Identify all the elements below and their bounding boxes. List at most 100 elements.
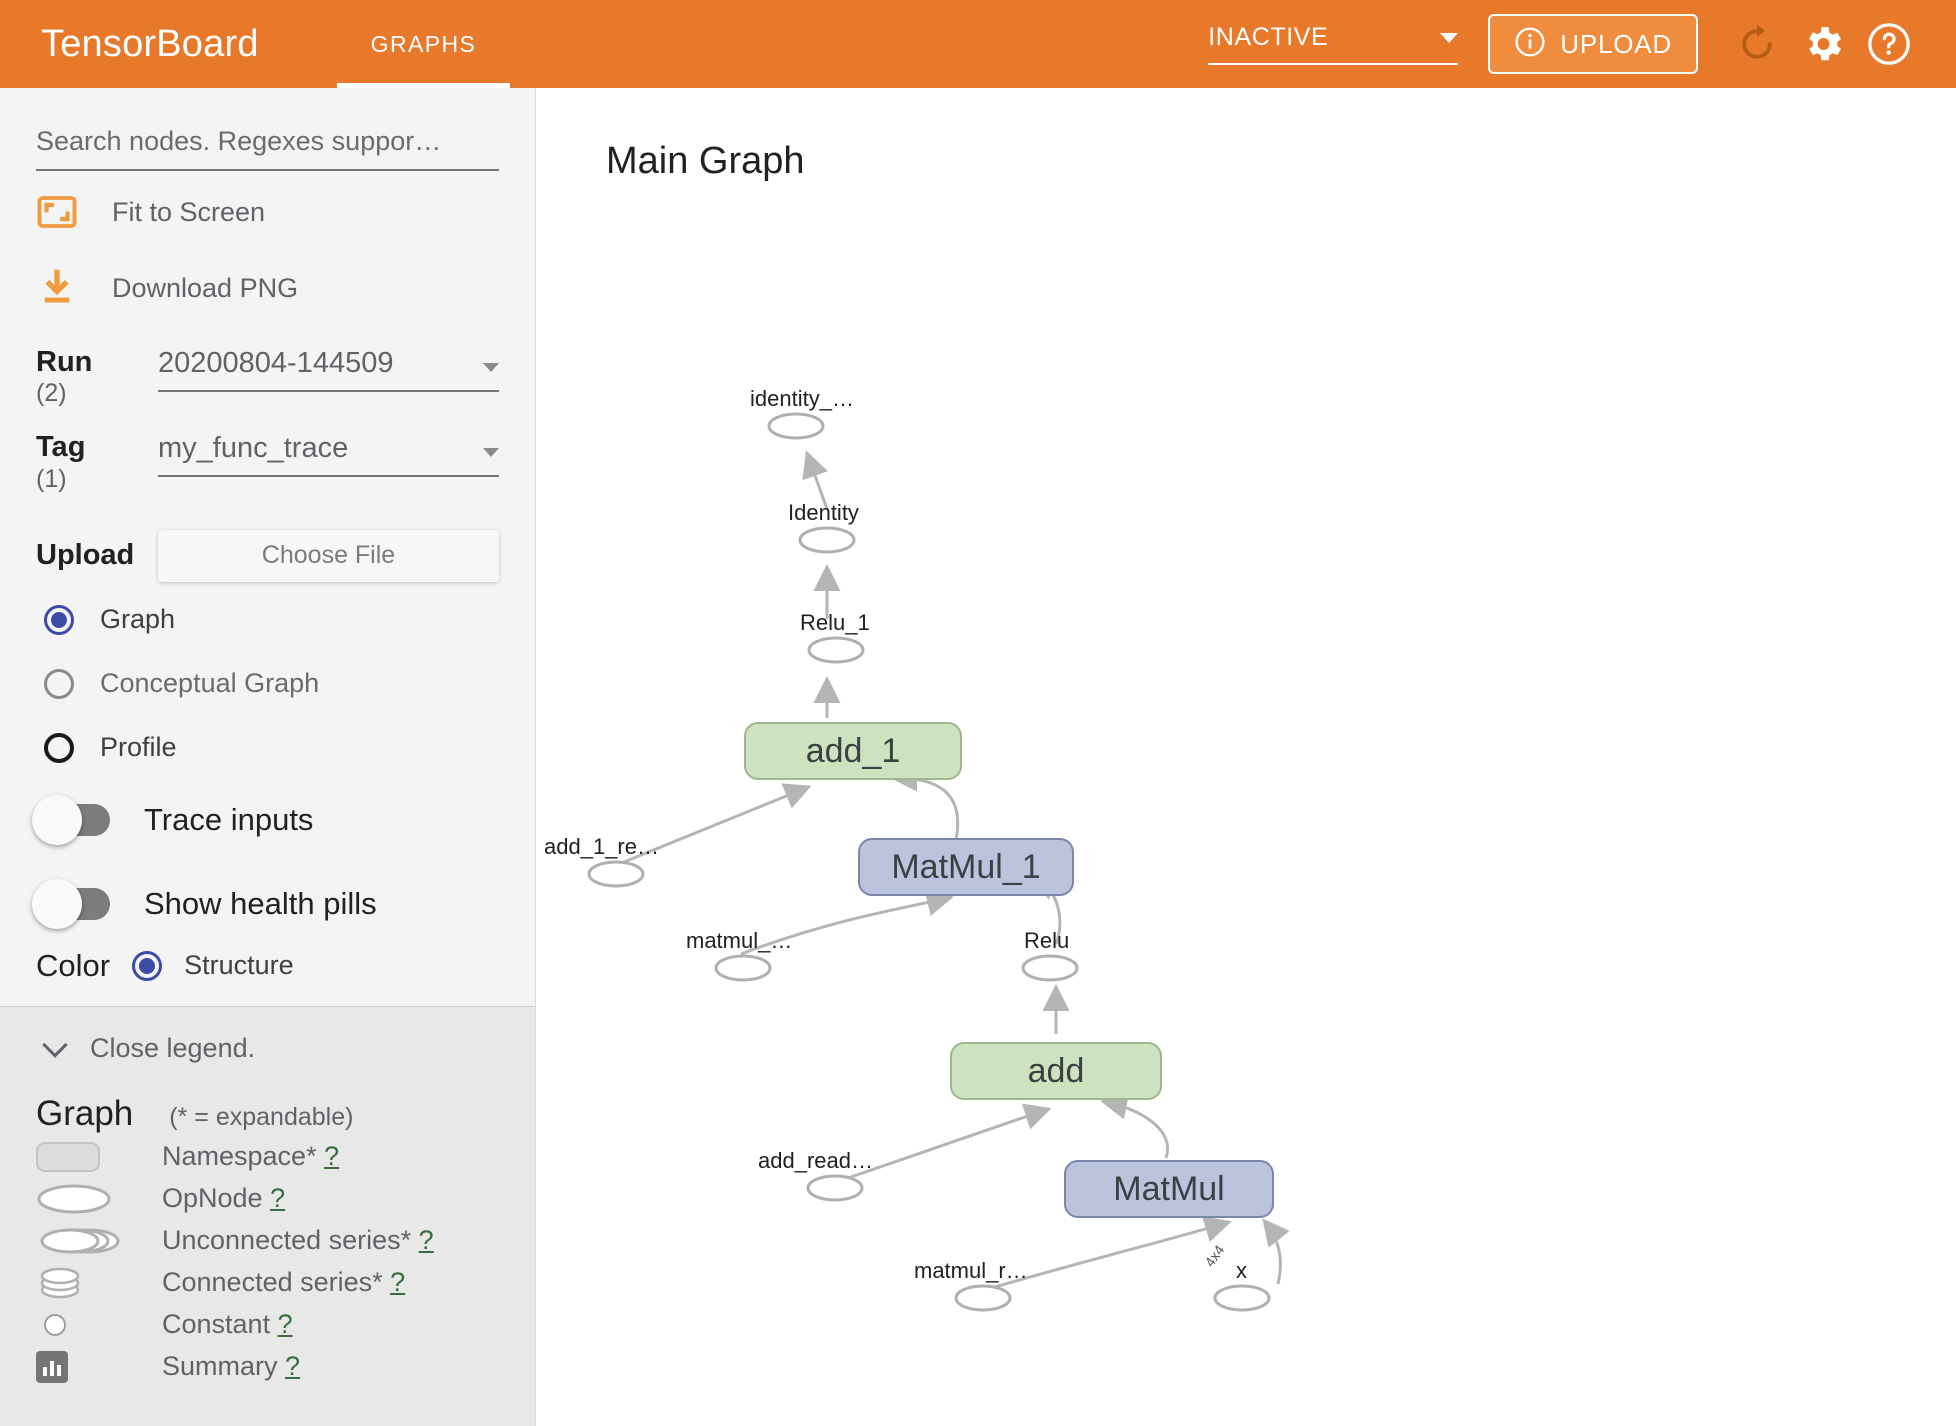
node-add-1[interactable]: add_1 <box>744 722 962 780</box>
edge-annotation: 4x4 <box>1201 1242 1227 1270</box>
graph-op-nodes <box>587 412 1271 1312</box>
node-matmul-1[interactable]: MatMul_1 <box>858 838 1074 896</box>
radio-graph[interactable]: Graph <box>36 594 499 646</box>
radio-profile-label: Profile <box>100 732 177 763</box>
upload-button-label: UPLOAD <box>1560 28 1672 59</box>
sidebar-controls: Fit to Screen Download PNG Run (2) <box>0 126 535 1006</box>
tag-label: Tag <box>36 431 86 464</box>
tag-value: my_func_trace <box>158 432 349 465</box>
fit-to-screen-action[interactable]: Fit to Screen <box>36 177 499 247</box>
download-icon <box>36 267 90 309</box>
node-label-matmul-1-read: matmul_… <box>686 928 793 953</box>
radio-structure-label: Structure <box>184 950 294 981</box>
tag-key: Tag (1) <box>36 432 158 493</box>
legend-item-namespace: Namespace* ? <box>36 1138 499 1176</box>
legend-header: Graph (* = expandable) <box>36 1094 499 1134</box>
node-label-identity: Identity <box>788 500 859 525</box>
graph-svg: 4x4 <box>587 412 1290 1312</box>
help-link[interactable]: ? <box>418 1225 434 1256</box>
tag-dropdown[interactable]: my_func_trace <box>158 432 499 478</box>
node-add[interactable]: add <box>950 1042 1162 1100</box>
tab-graphs[interactable]: GRAPHS <box>336 0 511 88</box>
page-title: Main Graph <box>606 140 805 182</box>
legend-item-summary: Summary ? <box>36 1348 499 1386</box>
upload-label: Upload <box>36 539 135 572</box>
search-field[interactable] <box>36 126 499 171</box>
node-matmul[interactable]: MatMul <box>1064 1160 1274 1218</box>
help-link[interactable]: ? <box>285 1351 301 1382</box>
search-input[interactable] <box>36 126 499 157</box>
chevron-down-icon <box>483 363 499 372</box>
download-png-action[interactable]: Download PNG <box>36 253 499 323</box>
radio-profile[interactable]: Profile <box>36 722 499 774</box>
radio-graph-indicator <box>44 604 74 635</box>
legend-constant-label: Constant ? <box>162 1309 293 1340</box>
legend-title: Graph <box>36 1093 134 1133</box>
constant-shape-icon <box>36 1313 140 1336</box>
node-label-add-read: add_read… <box>758 1148 873 1173</box>
node-label-x: x <box>1236 1258 1247 1283</box>
graph-canvas[interactable]: Main Graph <box>536 88 1956 1426</box>
radio-conceptual-graph-indicator <box>44 668 74 699</box>
legend-item-unconnected-series: Unconnected series* ? <box>36 1222 499 1260</box>
run-state-dropdown[interactable]: INACTIVE <box>1208 23 1459 65</box>
help-button[interactable] <box>1856 11 1922 77</box>
choose-file-button[interactable]: Choose File <box>158 529 499 582</box>
close-legend-button[interactable]: Close legend. <box>36 1032 499 1064</box>
nav-tabs: GRAPHS <box>336 0 511 88</box>
tag-selector-row: Tag (1) my_func_trace <box>36 432 499 493</box>
opnode-shape-icon <box>36 1182 140 1216</box>
download-png-label: Download PNG <box>112 272 299 303</box>
trace-inputs-label: Trace inputs <box>144 801 314 837</box>
close-legend-label: Close legend. <box>90 1032 256 1063</box>
help-link[interactable]: ? <box>390 1267 406 1298</box>
color-label: Color <box>36 947 111 983</box>
legend-item-constant: Constant ? <box>36 1306 499 1344</box>
chevron-down-icon <box>483 448 499 458</box>
legend-panel: Close legend. Graph (* = expandable) Nam… <box>0 1006 535 1426</box>
radio-conceptual-graph[interactable]: Conceptual Graph <box>36 658 499 710</box>
node-label-relu-1: Relu_1 <box>800 610 870 635</box>
node-label-matmul-read: matmul_r… <box>914 1258 1028 1283</box>
radio-graph-label: Graph <box>100 604 176 635</box>
switch-knob <box>32 878 82 929</box>
toggle-show-health-pills[interactable]: Show health pills <box>32 866 499 942</box>
app-body: Fit to Screen Download PNG Run (2) <box>0 88 1956 1426</box>
radio-structure-indicator[interactable] <box>132 950 163 981</box>
fit-to-screen-icon <box>36 191 90 233</box>
help-link[interactable]: ? <box>277 1309 293 1340</box>
summary-shape-icon <box>36 1350 140 1383</box>
toggle-trace-inputs[interactable]: Trace inputs <box>32 782 499 858</box>
node-label-add-1-read: add_1_re… <box>544 834 659 859</box>
unconnected-series-shape-icon <box>36 1224 140 1258</box>
run-value-wrap: 20200804-144509 <box>158 347 499 408</box>
chevron-down-icon <box>42 1032 68 1059</box>
help-link[interactable]: ? <box>270 1183 286 1214</box>
reload-button[interactable] <box>1724 11 1790 77</box>
settings-button[interactable] <box>1790 11 1856 77</box>
app-header: TensorBoard GRAPHS INACTIVE UPLOAD <box>0 0 1956 88</box>
legend-namespace-label: Namespace* ? <box>162 1141 340 1172</box>
legend-unconnected-series-label: Unconnected series* ? <box>162 1225 434 1256</box>
namespace-shape-icon <box>36 1141 140 1172</box>
trace-inputs-switch[interactable] <box>32 794 110 845</box>
show-health-pills-switch[interactable] <box>32 878 110 929</box>
info-icon <box>1514 26 1546 63</box>
tag-value-wrap: my_func_trace <box>158 432 499 493</box>
run-dropdown[interactable]: 20200804-144509 <box>158 347 499 392</box>
legend-item-opnode: OpNode ? <box>36 1180 499 1218</box>
connected-series-shape-icon <box>36 1265 140 1301</box>
sidebar: Fit to Screen Download PNG Run (2) <box>0 88 536 1426</box>
legend-expandable-note: (* = expandable) <box>169 1102 354 1131</box>
help-link[interactable]: ? <box>324 1141 340 1172</box>
upload-button[interactable]: UPLOAD <box>1488 14 1698 74</box>
app-title: TensorBoard <box>41 22 259 65</box>
legend-summary-label: Summary ? <box>162 1351 301 1382</box>
run-value: 20200804-144509 <box>158 347 394 379</box>
run-key: Run (2) <box>36 347 158 408</box>
chevron-down-icon <box>1440 32 1459 43</box>
header-actions: INACTIVE UPLOAD <box>1208 11 1956 77</box>
node-label-relu: Relu <box>1024 928 1070 953</box>
tag-count: (1) <box>36 464 67 493</box>
upload-row: Upload Choose File <box>36 529 499 582</box>
